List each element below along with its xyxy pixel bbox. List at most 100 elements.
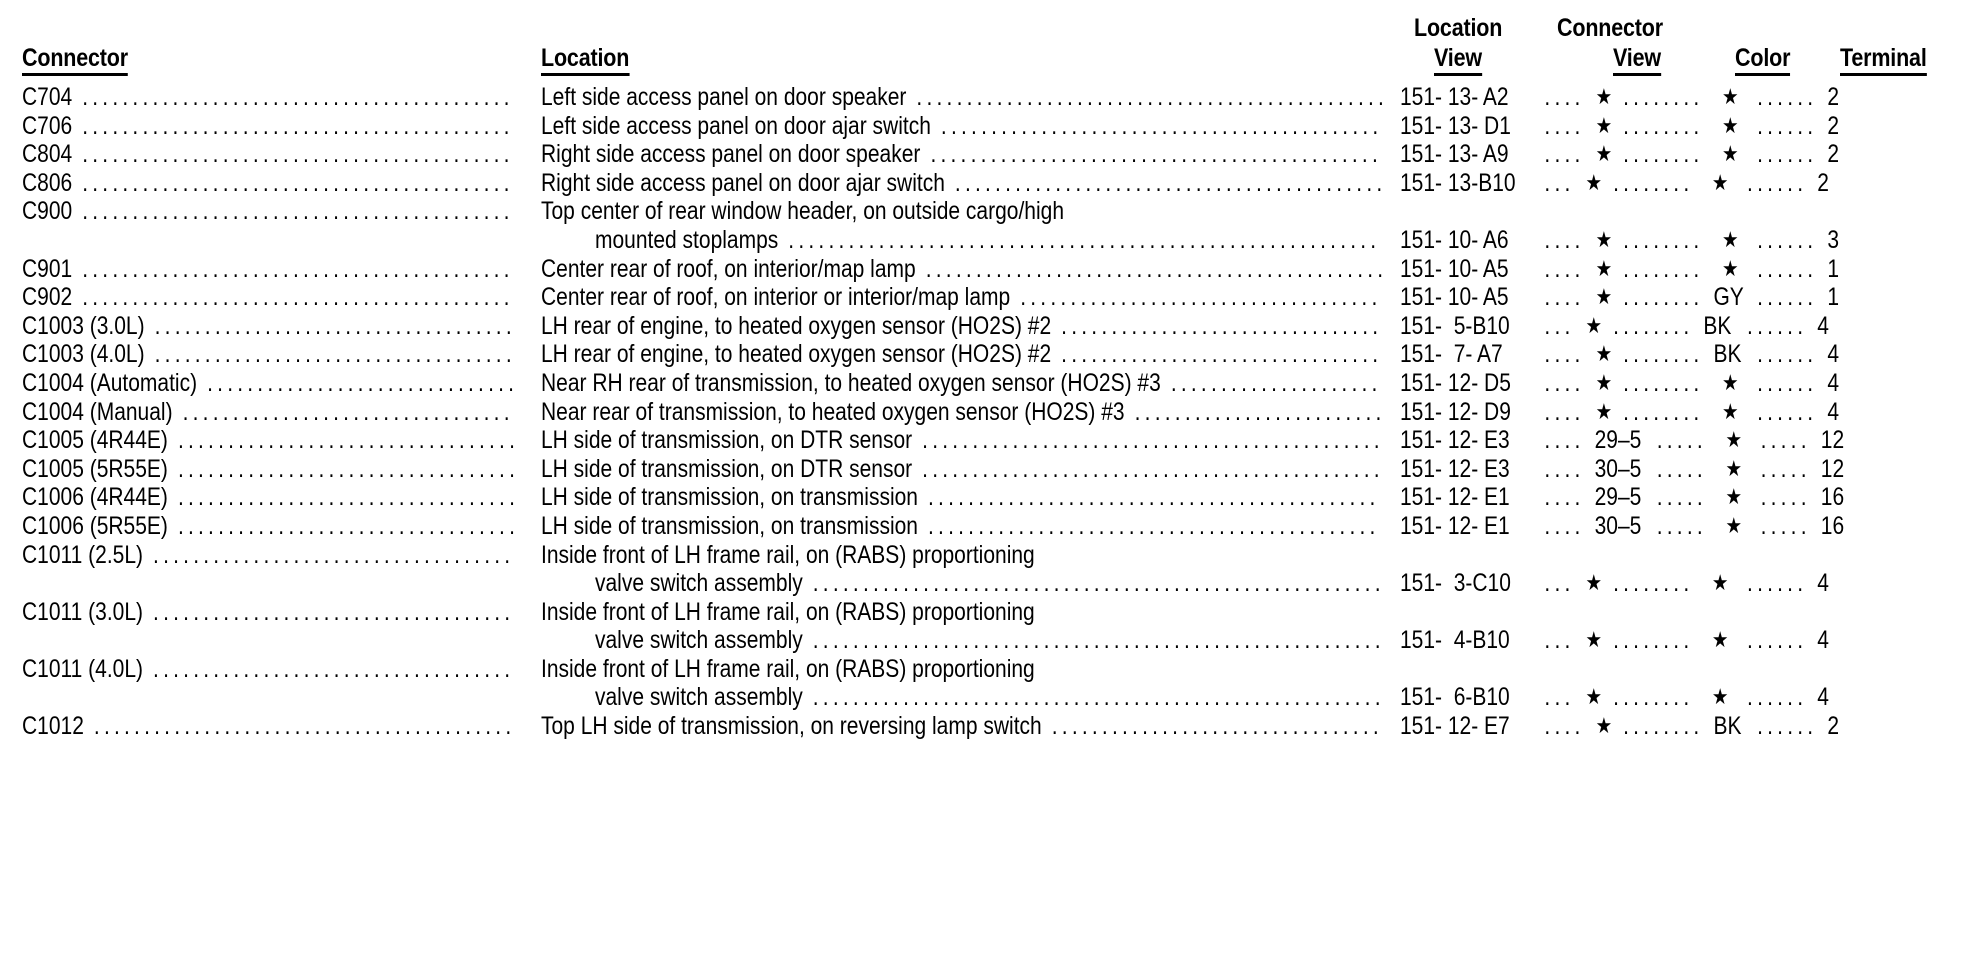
leader-dots: ........................................… [915, 254, 1388, 283]
cell-reference-group: 151- 4-B10 ... ★ ........ ★ ...... 4 [1400, 627, 1829, 653]
cell-reference-group: 151- 5-B10 ... ★ ........ BK ...... 4 [1400, 313, 1829, 339]
connector-id: C901 [22, 254, 73, 283]
location-view-code: 151- 12- E3 [1400, 454, 1510, 483]
location-text: LH side of transmission, on transmission [541, 483, 918, 512]
cell-connector: C900 ...................................… [22, 198, 514, 224]
connector-view-star-icon: ★ [1595, 398, 1613, 424]
location-view-code: 151- 7- A7 [1400, 340, 1503, 369]
location-view-code: 151- 13-B10 [1400, 168, 1516, 197]
cell-reference-group: 151- 10- A6 .... ★ ........ ★ ...... 3 [1400, 227, 1839, 253]
location-text: Inside front of LH frame rail, on (RABS)… [541, 540, 1035, 569]
cell-location: Center rear of roof, on interior/map lam… [541, 256, 1387, 282]
leader-dots: ........................................… [83, 712, 516, 741]
location-view-code: 151- 13- A2 [1400, 83, 1509, 111]
color-code: BK [1713, 712, 1742, 741]
terminal-count: 2 [1827, 83, 1840, 111]
connector-id: C900 [22, 197, 73, 226]
connector-id: C1006 (4R44E) [22, 483, 168, 512]
connector-id: C1005 (5R55E) [22, 454, 168, 483]
leader-dots: .................................. [167, 426, 520, 455]
cell-reference-group: 151- 6-B10 ... ★ ........ ★ ...... 4 [1400, 684, 1829, 710]
leader-dots: ........................................… [802, 626, 1385, 655]
leader-dots: ..... [1750, 426, 1821, 455]
color-star-icon: ★ [1721, 369, 1739, 395]
leader-dots: ... [1534, 168, 1585, 197]
terminal-count: 4 [1827, 368, 1840, 397]
cell-connector: C901 ...................................… [22, 256, 514, 282]
color-star-icon: ★ [1711, 570, 1729, 596]
cell-location: Inside front of LH frame rail, on (RABS)… [541, 656, 1035, 682]
leader-dots: .................................. [167, 511, 520, 540]
color-star-icon: ★ [1725, 484, 1743, 510]
leader-dots: ........................................… [72, 111, 514, 140]
leader-dots: ...... [1737, 311, 1818, 340]
cell-reference-group: 151- 10- A5 .... ★ ........ ★ ...... 1 [1400, 256, 1839, 282]
cell-reference-group: 151- 3-C10 ... ★ ........ ★ ...... 4 [1400, 570, 1829, 596]
leader-dots: .................................. [167, 483, 520, 512]
location-text: Near RH rear of transmission, to heated … [541, 368, 1161, 397]
location-view-code: 151- 10- A6 [1400, 225, 1509, 254]
cell-connector: C806 ...................................… [22, 170, 514, 196]
table-row: C704 ...................................… [0, 84, 1972, 113]
leader-dots: ........................................… [917, 511, 1380, 540]
leader-dots: ......................... [1124, 397, 1386, 426]
leader-dots: ..... [1750, 454, 1821, 483]
location-view-code: 151- 12- E1 [1400, 511, 1510, 540]
leader-dots: ........ [1613, 340, 1714, 369]
cell-location: Near RH rear of transmission, to heated … [541, 370, 1382, 396]
table-row: C1004 (Automatic) ......................… [0, 370, 1972, 399]
leader-dots: ........ [1603, 311, 1704, 340]
leader-dots: ........ [1613, 397, 1714, 426]
leader-dots: .... [1534, 483, 1595, 512]
leader-dots: ...... [1747, 712, 1828, 741]
cell-connector: C704 ...................................… [22, 84, 514, 110]
column-header-connector: Connector [22, 44, 128, 76]
leader-dots: ...... [1747, 397, 1828, 426]
cell-connector: C1011 (3.0L) ...........................… [22, 599, 514, 625]
leader-dots: ........ [1613, 140, 1714, 169]
connector-view-code: 29–5 [1594, 426, 1642, 455]
terminal-count: 2 [1827, 140, 1840, 169]
table-row: C1012 ..................................… [0, 713, 1972, 742]
table-row: C1006 (4R44E) ..........................… [0, 484, 1972, 513]
connector-view-star-icon: ★ [1595, 141, 1613, 167]
cell-location: Left side access panel on door speaker .… [541, 84, 1388, 110]
location-text: Top LH side of transmission, on reversin… [541, 712, 1042, 741]
column-header-location-view-line1: Location [1414, 14, 1503, 42]
table-row: valve switch assembly ..................… [0, 627, 1972, 656]
terminal-count: 2 [1827, 712, 1840, 741]
connector-view-star-icon: ★ [1595, 341, 1613, 367]
connector-id: C804 [22, 140, 73, 169]
leader-dots: .... [1534, 454, 1595, 483]
connector-view-star-icon: ★ [1595, 284, 1613, 310]
leader-dots: .... [1534, 111, 1595, 140]
location-text: Inside front of LH frame rail, on (RABS)… [541, 597, 1035, 626]
color-star-icon: ★ [1711, 627, 1729, 653]
table-row: C1003 (4.0L) ...........................… [0, 341, 1972, 370]
table-row: C1011 (4.0L) ...........................… [0, 656, 1972, 685]
leader-dots: .................................... [143, 540, 515, 569]
terminal-count: 12 [1820, 426, 1845, 455]
cell-location: Left side access panel on door ajar swit… [541, 113, 1382, 139]
cell-location: LH rear of engine, to heated oxygen sens… [541, 341, 1382, 367]
leader-dots: ........................................… [72, 254, 514, 283]
leader-dots: ... [1534, 626, 1585, 655]
cell-reference-group: 151- 13-B10 ... ★ ........ ★ ...... 2 [1400, 170, 1829, 196]
connector-id: C1006 (5R55E) [22, 511, 168, 540]
leader-dots: ........ [1613, 254, 1714, 283]
connector-id: C1011 (4.0L) [22, 654, 144, 683]
connector-view-star-icon: ★ [1595, 112, 1613, 138]
table-row: mounted stoplamps ......................… [0, 227, 1972, 256]
connector-id: C1011 (3.0L) [22, 597, 144, 626]
location-text: Left side access panel on door ajar swit… [541, 111, 931, 140]
leader-dots: ........ [1603, 168, 1704, 197]
cell-connector: C706 ...................................… [22, 113, 514, 139]
connector-view-star-icon: ★ [1585, 627, 1603, 653]
table-row: C1005 (5R55E) ..........................… [0, 456, 1972, 485]
location-text: Right side access panel on door speaker [541, 140, 921, 169]
color-star-icon: ★ [1721, 84, 1739, 109]
leader-dots: ........ [1613, 83, 1714, 111]
table-row: C1006 (5R55E) ..........................… [0, 513, 1972, 542]
leader-dots: ... [1534, 311, 1585, 340]
